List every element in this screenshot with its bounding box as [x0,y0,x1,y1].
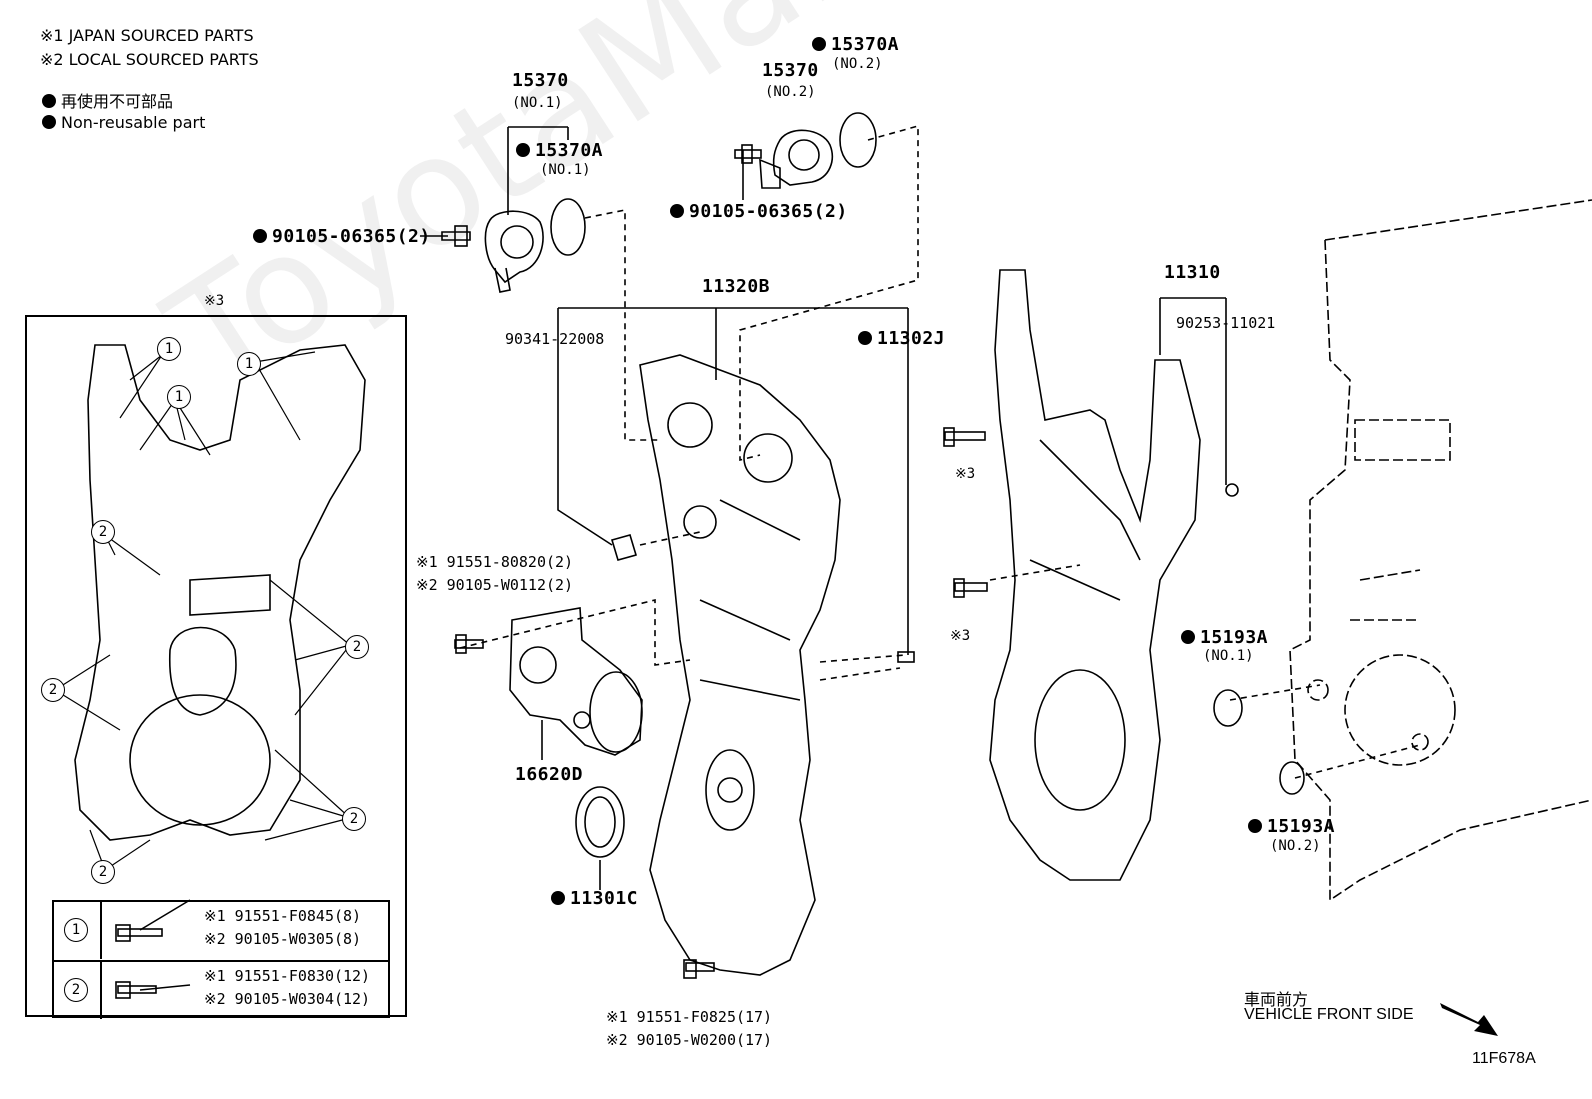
callout-1: 1 [237,352,261,376]
label-15370A-no1: 15370A [516,140,603,161]
callout-2: 2 [91,520,115,544]
label-15193A-no1: 15193A [1181,627,1268,648]
timing-chain-cover [639,354,841,976]
legend-note1: ※1 JAPAN SOURCED PARTS [40,26,254,45]
label-16620D: 16620D [515,764,584,785]
callout-1: 1 [167,385,191,409]
label-15193A-no1-sub: (NO.1) [1203,648,1254,664]
label-15193A-no2: 15193A [1248,816,1335,837]
pin-11302J [897,651,915,663]
label-11310: 11310 [1164,262,1221,283]
oil-seal-11301C [575,786,625,858]
o-ring-no1 [550,198,586,256]
label-15370A-no1-sub: (NO.1) [540,162,591,178]
inset-title: ※3 [204,293,225,309]
label-bolt-bottom-2: ※2 90105-W0200(17) [606,1031,773,1049]
callout-2: 2 [342,807,366,831]
oil-control-valve-no1 [484,210,544,293]
bolt-ref3-b [953,578,988,598]
o-ring-no2 [839,112,877,168]
bolt-left [441,225,471,247]
callout-2: 2 [64,978,88,1002]
label-ref3-a: ※3 [955,466,976,482]
oil-control-valve-no2 [759,129,834,189]
chain-tensioner [509,607,643,756]
bolt-tensioner [454,634,484,654]
direction-jp: 車両前方 [1244,992,1309,1009]
table-bolts [115,924,163,999]
inset-gasket [74,344,366,841]
label-11301C: 11301C [551,888,638,909]
bolt-ref3-a [943,427,986,447]
callout-2: 2 [345,635,369,659]
engine-front-plate [989,269,1201,881]
fastener-row1-b: ※2 90105-W0305(8) [204,930,362,948]
figure-id: 11F678A [1472,1050,1536,1067]
label-15193A-no2-sub: (NO.2) [1270,838,1321,854]
label-bolt-mid: 90105-06365(2) [670,201,848,222]
engine-block [1289,199,1592,902]
label-15370-no2: 15370 [762,60,819,81]
label-bolt-bottom-1: ※1 91551-F0825(17) [606,1008,773,1026]
alignment-dashes [459,124,1421,779]
fastener-row1-a: ※1 91551-F0845(8) [204,907,362,925]
label-11320B: 11320B [702,276,771,297]
label-90253: 90253-11021 [1176,314,1276,332]
label-bolt-tensioner-1: ※1 91551-80820(2) [416,553,574,571]
legend-note2: ※2 LOCAL SOURCED PARTS [40,50,259,69]
label-90341: 90341-22008 [505,330,605,348]
label-15370-no1-sub: (NO.1) [512,95,563,111]
label-15370-no1: 15370 [512,70,569,91]
label-15370A-no2-sub: (NO.2) [832,56,883,72]
leader-lines [139,126,1227,991]
pin-90253 [1225,483,1239,497]
bolt-mid [734,144,762,164]
label-11302J: 11302J [858,328,945,349]
callout-2: 2 [91,860,115,884]
vehicle-front-arrow-icon [1440,1003,1498,1036]
legend-nonreuse-jp: 再使用不可部品 [42,88,173,112]
label-bolt-tensioner-2: ※2 90105-W0112(2) [416,576,574,594]
seal-15193A-no1 [1213,689,1243,727]
fastener-row-2: 2 ※1 91551-F0830(12) ※2 90105-W0304(12) [54,960,388,1019]
label-ref3-b: ※3 [950,628,971,644]
fastener-table: 1 ※1 91551-F0845(8) ※2 90105-W0305(8) 2 … [52,900,390,1019]
bolt-bottom [683,959,715,979]
legend-nonreuse-en: Non-reusable part [42,113,205,132]
callout-1: 1 [157,337,181,361]
callout-1: 1 [64,918,88,942]
label-15370-no2-sub: (NO.2) [765,84,816,100]
fastener-row2-b: ※2 90105-W0304(12) [204,990,371,1008]
seal-15193A-no2 [1279,761,1305,795]
label-bolt-left: 90105-06365(2) [253,226,431,247]
plug-90341 [610,534,638,561]
direction-en: VEHICLE FRONT SIDE [1244,1006,1414,1023]
label-15370A-no2: 15370A [812,34,899,55]
fastener-row-1: 1 ※1 91551-F0845(8) ※2 90105-W0305(8) [54,902,388,959]
fastener-row2-a: ※1 91551-F0830(12) [204,967,371,985]
callout-2: 2 [41,678,65,702]
